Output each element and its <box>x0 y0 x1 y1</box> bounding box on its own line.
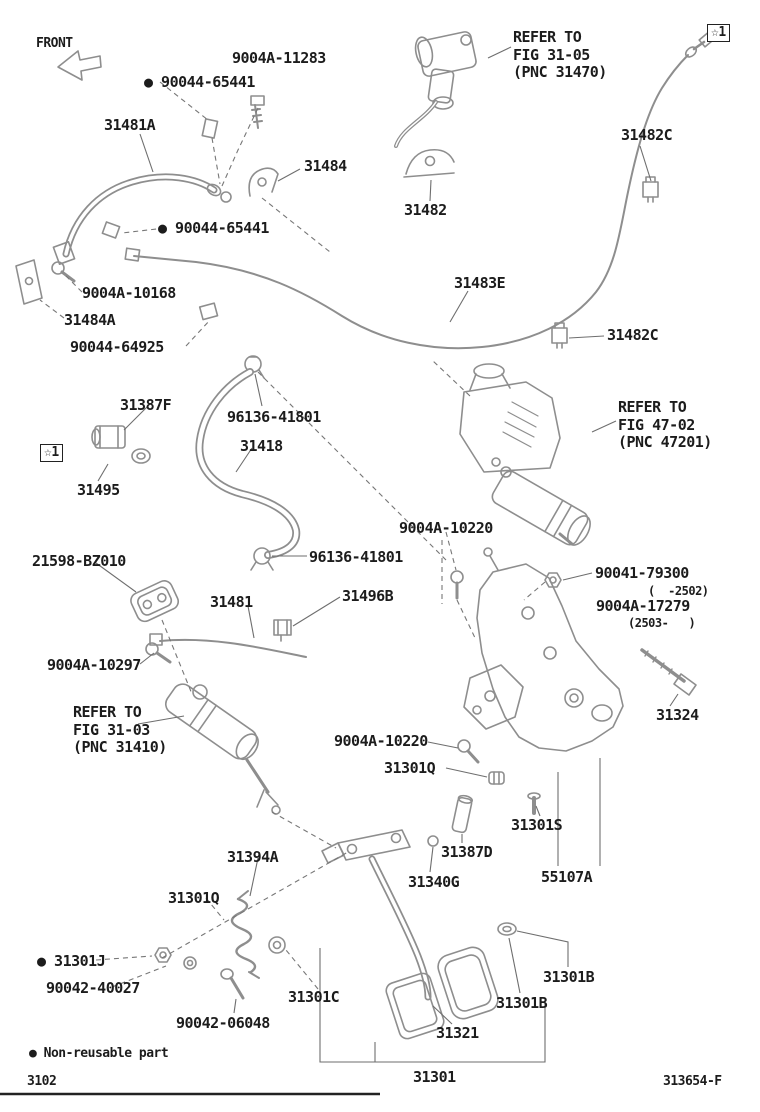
label-31495: 31495 <box>77 481 120 499</box>
clip-64925 <box>198 302 219 321</box>
label-31321: 31321 <box>436 1024 479 1042</box>
spring-31394a <box>230 890 260 979</box>
bolt-06048 <box>220 968 245 1000</box>
bolt-31324 <box>640 648 697 696</box>
page-code: 3102 <box>27 1074 57 1089</box>
refer-fig-47-02: REFER TO FIG 47-02 (PNC 47201) <box>618 398 712 452</box>
pedal-bracket <box>463 547 624 752</box>
label-21598-bz010: 21598-BZ010 <box>32 552 126 570</box>
clamp-96136-bottom <box>250 547 274 571</box>
label-9004a-10297: 9004A-10297 <box>47 656 141 674</box>
label-31301q-b: 31301Q <box>168 889 220 907</box>
bushing-31301q-top <box>488 771 505 785</box>
label-31482: 31482 <box>404 201 447 219</box>
bolt-10168-icon <box>51 261 76 283</box>
label-9004a-10220-a: 9004A-10220 <box>399 519 493 537</box>
label-31301q-a: 31301Q <box>384 759 436 777</box>
front-arrow <box>57 50 102 81</box>
bracket-31484 <box>248 167 279 197</box>
cable-end-fitting <box>684 30 716 58</box>
label-31481: 31481 <box>210 593 253 611</box>
star1-marker-left: ☆1 <box>40 444 63 463</box>
pedal-31321 <box>321 829 445 1040</box>
label-90041-79300: 90041-79300 <box>595 564 689 582</box>
label-55107a: 55107A <box>541 868 593 886</box>
label-31484a: 31484A <box>64 311 116 329</box>
master-cylinder-31410 <box>164 683 281 815</box>
label-90044-65441-b: ● 90044-65441 <box>158 219 269 237</box>
label-9004a-17279: 9004A-17279 <box>596 597 690 615</box>
cap-31301b <box>497 922 517 936</box>
bolt-10220-bottom <box>457 739 480 764</box>
collar-31301c <box>268 936 286 954</box>
label-31301b-b: 31301B <box>543 968 595 986</box>
bolt-11283-icon <box>250 95 265 129</box>
clip-31482c-mid <box>551 322 568 349</box>
label-31301s: 31301S <box>511 816 563 834</box>
spacer-31387d <box>451 794 474 834</box>
gasket-21598 <box>130 580 180 623</box>
union-31387f <box>91 425 126 449</box>
pipe-31481 <box>149 633 307 658</box>
front-label: FRONT <box>36 36 73 51</box>
label-31340g: 31340G <box>408 873 460 891</box>
label-90044-65441-a: ● 90044-65441 <box>144 73 255 91</box>
reservoir-47201 <box>459 363 591 546</box>
bracket-31484a <box>15 259 43 305</box>
label-31483e: 31483E <box>454 274 506 292</box>
hose-31481a <box>52 173 232 265</box>
label-9004a-11283: 9004A-11283 <box>232 49 326 67</box>
pad-31301b <box>437 946 499 1020</box>
label-31301: 31301 <box>413 1068 456 1086</box>
label-range-2503: (2503- ) <box>628 616 696 630</box>
dashed-lines <box>39 81 546 990</box>
label-31324: 31324 <box>656 706 699 724</box>
label-31496b: 31496B <box>342 587 394 605</box>
legend-non-reusable: ● Non-reusable part <box>29 1046 169 1061</box>
label-90042-40027: 90042-40027 <box>46 979 140 997</box>
tube-31483e <box>133 54 689 350</box>
clip-31482c-top <box>642 176 659 203</box>
actuator-31470 <box>394 31 477 148</box>
label-9004a-10220-b: 9004A-10220 <box>334 732 428 750</box>
drawing-number: 313654-F <box>663 1074 722 1089</box>
label-31482c-mid: 31482C <box>607 326 659 344</box>
refer-fig-31-03: REFER TO FIG 31-03 (PNC 31410) <box>73 703 167 757</box>
label-31301j: ● 31301J <box>37 952 106 970</box>
label-96136-41801-b: 96136-41801 <box>309 548 403 566</box>
label-90044-64925: 90044-64925 <box>70 338 164 356</box>
clip-31496b <box>273 619 292 642</box>
star1-marker-right: ☆1 <box>707 24 730 43</box>
pin-31301s <box>527 792 541 815</box>
label-31394a: 31394A <box>227 848 279 866</box>
label-31301c: 31301C <box>288 988 340 1006</box>
label-range-2502: ( -2502) <box>648 584 709 598</box>
label-31481a: 31481A <box>104 116 156 134</box>
clip-31340g <box>427 835 439 847</box>
ring-31495 <box>131 448 151 464</box>
bolt-10220-top <box>450 570 464 600</box>
label-31387d: 31387D <box>441 843 493 861</box>
hose-31418 <box>195 368 301 559</box>
label-31482c-top: 31482C <box>621 126 673 144</box>
label-9004a-10168: 9004A-10168 <box>82 284 176 302</box>
bracket-31482 <box>403 148 455 178</box>
refer-fig-31-05: REFER TO FIG 31-05 (PNC 31470) <box>513 28 607 82</box>
label-31387f: 31387F <box>120 396 172 414</box>
nut-31301j <box>154 947 197 970</box>
label-31484: 31484 <box>304 157 347 175</box>
nut-79300 <box>544 572 562 588</box>
clip-65441-a <box>201 118 219 139</box>
label-31301b-a: 31301B <box>496 994 548 1012</box>
label-96136-41801-a: 96136-41801 <box>227 408 321 426</box>
label-90042-06048: 90042-06048 <box>176 1014 270 1032</box>
label-31418: 31418 <box>240 437 283 455</box>
leader-lines <box>0 46 679 1096</box>
sensor-10297 <box>145 642 172 664</box>
